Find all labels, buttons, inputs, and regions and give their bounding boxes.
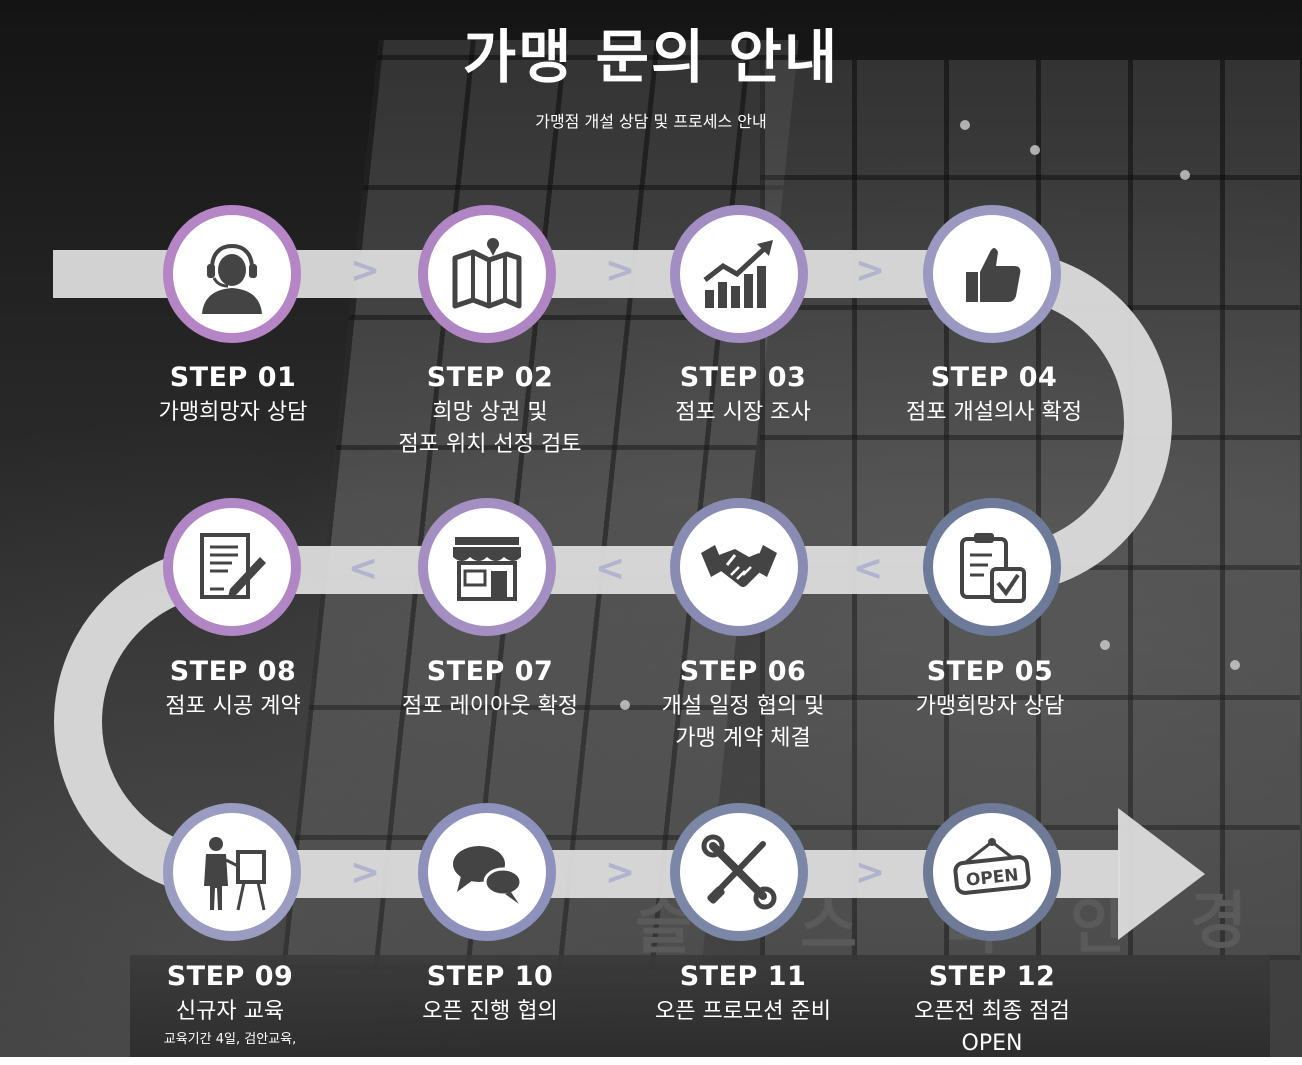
- contract-sign-icon: [200, 533, 266, 599]
- ceiling-light: [1180, 170, 1190, 180]
- tools-icon: [701, 834, 777, 910]
- step-01-circle[interactable]: [163, 205, 301, 343]
- step-04-circle[interactable]: [923, 205, 1061, 343]
- step-number: STEP 09: [166, 961, 294, 992]
- step-description: 점포 레이아웃 확정: [402, 694, 578, 719]
- step-note: 교육기간 4일, 검안교육,: [163, 1032, 297, 1047]
- step-description: 점포 시공 계약: [165, 694, 301, 719]
- step-11-label: STEP 11 오픈 프로모션 준비: [593, 961, 893, 1028]
- open-sign-icon: OPEN: [953, 838, 1031, 895]
- step-07-label: STEP 07 점포 레이아웃 확정: [340, 656, 640, 723]
- chevron-right-icon: >: [855, 250, 886, 291]
- ceiling-light: [960, 120, 970, 130]
- step-09-circle[interactable]: [163, 803, 301, 941]
- chevron-right-icon: >: [605, 250, 636, 291]
- ceiling-light: [1100, 640, 1110, 650]
- storefront-sign: [130, 955, 1270, 1057]
- step-05-label: STEP 05 가맹희망자 상담: [840, 656, 1140, 723]
- step-description: 오픈 프로모션 준비: [655, 999, 831, 1024]
- step-12-circle[interactable]: OPEN: [923, 803, 1061, 941]
- step-02-circle[interactable]: [418, 205, 556, 343]
- step-number: STEP 02: [426, 362, 554, 393]
- chat-bubbles-icon: [453, 846, 523, 904]
- clipboard-check-icon: [960, 533, 1026, 603]
- step-description: 가맹희망자 상담: [158, 400, 308, 425]
- sign-char: 안: [1070, 889, 1128, 962]
- presenter-icon: [204, 837, 266, 911]
- step-number: STEP 03: [679, 362, 807, 393]
- step-02-label: STEP 02 희망 상권 및 점포 위치 선정 검토: [340, 362, 640, 461]
- step-number: STEP 10: [426, 961, 554, 992]
- step-number: STEP 12: [928, 961, 1056, 992]
- step-12-label: STEP 12 오픈전 최종 점검 OPEN: [842, 961, 1142, 1057]
- step-01-label: STEP 01 가맹희망자 상담: [83, 362, 383, 429]
- step-03-circle[interactable]: [670, 205, 808, 343]
- step-06-circle[interactable]: [670, 498, 808, 636]
- step-06-label: STEP 06 개설 일정 협의 및 가맹 계약 체결: [593, 656, 893, 755]
- step-number: STEP 05: [926, 656, 1054, 687]
- thumbs-up-icon: [966, 248, 1021, 302]
- handshake-icon: [701, 545, 777, 587]
- step-10-circle[interactable]: [418, 803, 556, 941]
- ceiling-light: [1230, 660, 1240, 670]
- growth-chart-icon: [703, 240, 773, 308]
- step-number: STEP 06: [679, 656, 807, 687]
- step-08-circle[interactable]: [163, 498, 301, 636]
- step-09-label: STEP 09 신규자 교육 교육기간 4일, 검안교육,: [80, 961, 380, 1047]
- step-description: 점포 시장 조사: [675, 400, 811, 425]
- step-07-circle[interactable]: [418, 498, 556, 636]
- step-number: STEP 08: [169, 656, 297, 687]
- headset-person-icon: [202, 244, 262, 314]
- chevron-right-icon: >: [350, 250, 381, 291]
- step-08-label: STEP 08 점포 시공 계약: [83, 656, 383, 723]
- ceiling-light: [1030, 145, 1040, 155]
- chevron-left-icon: <: [853, 548, 884, 589]
- step-04-label: STEP 04 점포 개설의사 확정: [844, 362, 1144, 429]
- step-description: 희망 상권 및 점포 위치 선정 검토: [398, 400, 582, 457]
- map-icon: [452, 238, 522, 309]
- step-description: 개설 일정 협의 및 가맹 계약 체결: [661, 694, 825, 751]
- step-03-label: STEP 03 점포 시장 조사: [593, 362, 893, 429]
- step-number: STEP 04: [930, 362, 1058, 393]
- step-05-circle[interactable]: [923, 498, 1061, 636]
- chevron-left-icon: <: [595, 548, 626, 589]
- step-description: 신규자 교육: [175, 999, 285, 1024]
- storefront-icon: [453, 537, 521, 601]
- step-number: STEP 01: [169, 362, 297, 393]
- chevron-right-icon: >: [605, 852, 636, 893]
- step-description: 가맹희망자 상담: [915, 694, 1065, 719]
- sign-char: 경: [1190, 884, 1248, 957]
- chevron-right-icon: >: [855, 852, 886, 893]
- step-description: 점포 개설의사 확정: [906, 400, 1082, 425]
- step-description: 오픈전 최종 점검 OPEN: [914, 999, 1070, 1056]
- step-10-label: STEP 10 오픈 진행 협의: [340, 961, 640, 1028]
- chevron-left-icon: <: [348, 548, 379, 589]
- ceiling-light: [620, 700, 630, 710]
- sign-char: 스: [800, 889, 858, 962]
- step-number: STEP 11: [679, 961, 807, 992]
- step-11-circle[interactable]: [670, 803, 808, 941]
- chevron-right-icon: >: [350, 852, 381, 893]
- page-title: 가맹 문의 안내: [462, 23, 840, 91]
- page-subtitle: 가맹점 개설 상담 및 프로세스 안내: [535, 112, 767, 131]
- step-description: 오픈 진행 협의: [422, 999, 558, 1024]
- step-number: STEP 07: [426, 656, 554, 687]
